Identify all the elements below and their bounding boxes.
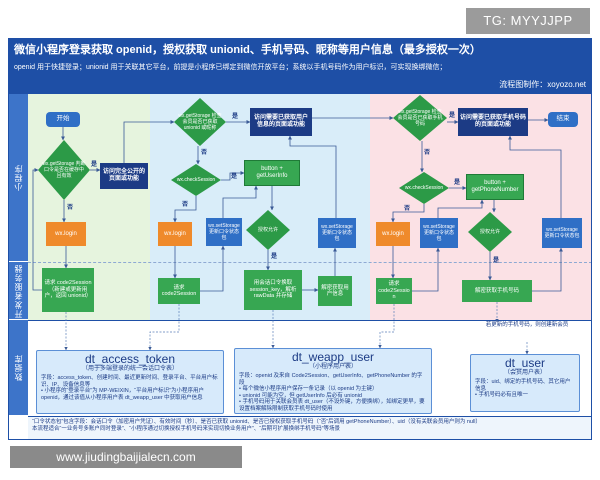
code2session-node-2: 请求 code2Session xyxy=(158,278,200,304)
table-note-line: • 手机号码必有且唯一 xyxy=(475,392,528,398)
row-divider-database xyxy=(28,320,592,321)
decrypt-phone-node: 解密获取手机号码 xyxy=(462,280,532,302)
table-name: dt_access_token xyxy=(84,352,176,366)
footnotes: “口令状态包”包含字段：会话口令（加密用户凭证）、有效时间（秒）、是否已获取 u… xyxy=(28,416,591,439)
check-phone-decision: wx.getStorage 检查会员是否已获取手机号码 xyxy=(393,95,447,141)
edge-label-no: 否 xyxy=(67,205,74,211)
diagram-title: 微信小程序登录获取 openid，授权获取 unionid、手机号码、昵称等用户… xyxy=(14,44,481,56)
table-dt-user: dt_user （会员用户表） 字段：uid、绑定的手机号码、其它用户信息 • … xyxy=(470,354,580,412)
phone-update-note: 若更新的手机号码，则创建新会员 xyxy=(485,322,569,328)
edge-label-yes: 是 xyxy=(231,174,238,180)
site-watermark: www.jiudingbaijialecn.com xyxy=(10,446,242,468)
edge-label-yes: 是 xyxy=(493,258,500,264)
edge-label-yes: 是 xyxy=(454,180,461,186)
wx-login-node-1: wx.login xyxy=(46,222,86,246)
check-session-decision-1: wx.checkSession xyxy=(171,164,221,196)
code2session-node-3: 请求 code2Session xyxy=(376,278,412,304)
table-desc: （会员用户表） xyxy=(503,370,546,376)
wx-login-node-3: wx.login xyxy=(376,222,410,246)
header-band xyxy=(8,38,592,94)
edge-label-yes: 是 xyxy=(271,254,278,260)
diagram-frame xyxy=(8,38,592,440)
footnote-line: 本流程适合“一业务号多账户同时登录”、“小程序通过切换授权手机号码来实现切换业务… xyxy=(32,426,340,432)
end-node: 结束 xyxy=(548,112,578,127)
diagram-subtitle: openid 用于快捷登录；unionid 用于关联其它平台，前提是小程序已绑定… xyxy=(14,64,447,71)
table-name: dt_weapp_user xyxy=(291,350,375,364)
check-session-decision-2: wx.checkSession xyxy=(399,172,449,204)
public-page-node: 访问完全公开的页面或功能 xyxy=(100,163,148,189)
channel-tag: TG: MYYJJPP xyxy=(466,8,590,34)
table-note-line: • 每个微信小程序用户保存一条记录（以 openid 为主键） xyxy=(239,386,378,392)
set-storage-node-4: wx.setStorage 更新口令状态包 xyxy=(542,218,582,248)
edge-label-no: 否 xyxy=(424,150,431,156)
table-note-line: 字段：uid、绑定的手机号码、其它用户信息 xyxy=(475,379,571,392)
edge-label-yes: 是 xyxy=(449,113,456,119)
footnote-line: “口令状态包”包含字段：会话口令（加密用户凭证）、有效时间（秒）、是否已获取 u… xyxy=(32,419,481,425)
table-note-line: • unionid 可能为空，但 getUserInfo 后必有 unionid xyxy=(239,392,362,399)
decision-label: wx.getStorage 检查会员是否已获取 unionid 或昵称 xyxy=(178,113,222,131)
decision-label: wx.checkSession xyxy=(404,185,444,191)
authorize-decision-1: 授权允许 xyxy=(246,210,290,250)
decision-label: wx.getStorage 判断口令是否在缓存中且有效 xyxy=(42,161,86,179)
wx-login-node-2: wx.login xyxy=(158,222,192,246)
edge-label-no: 否 xyxy=(404,206,411,212)
table-note-line: • 手机号码用于关联会员表 dt_user（不设外键，方便换绑），如绑定更早，要… xyxy=(239,399,425,412)
edge-label-no: 否 xyxy=(201,150,208,156)
userinfo-page-node: 访问需要已获取用户信息的页面或功能 xyxy=(250,108,312,136)
decision-label: 授权允许 xyxy=(479,229,500,235)
get-userinfo-button-node: button + getUserInfo xyxy=(244,160,300,186)
swimlane-label-database: 数据库 xyxy=(8,320,28,416)
check-token-decision: wx.getStorage 判断口令是否在缓存中且有效 xyxy=(38,140,90,200)
get-phone-button-node: button + getPhoneNumber xyxy=(466,174,524,200)
table-dt-weapp-user: dt_weapp_user （小程序用户表） 字段：openid 及来自 Cod… xyxy=(234,348,432,414)
table-desc: （小程序用户表） xyxy=(308,364,357,370)
phone-page-node: 访问需要已获取手机号码的页面或功能 xyxy=(458,108,528,136)
swimlane-label-mini-program: 小程序 xyxy=(8,94,28,262)
decision-label: wx.checkSession xyxy=(176,177,216,183)
table-desc: （用于多端登录的统一会话口令表） xyxy=(81,366,178,372)
table-note-line: 字段：access_token、创建时间、最近更新时间、登录平台、平台用户标识、… xyxy=(41,375,218,388)
edge-label-no: 否 xyxy=(182,202,189,208)
edge-label-yes: 是 xyxy=(91,162,98,168)
decode-rawdata-node: 用会话口令换取 session_key，解析 rawData 并存储 xyxy=(244,270,302,310)
table-dt-access-token: dt_access_token （用于多端登录的统一会话口令表） 字段：acce… xyxy=(36,350,224,414)
table-note-line: 字段：openid 及来自 Code2Session、getUserInfo、g… xyxy=(239,373,423,386)
decision-label: 授权允许 xyxy=(257,227,278,233)
row-divider-server xyxy=(28,262,592,263)
authorize-decision-2: 授权允许 xyxy=(468,212,512,252)
table-name: dt_user xyxy=(504,356,546,370)
decrypt-userinfo-node: 解密获取用户信息 xyxy=(318,276,352,306)
set-storage-node-1: wx.setStorage 更新口令状态包 xyxy=(206,218,242,246)
edge-label-yes: 是 xyxy=(232,114,239,120)
swimlane-label-server: 开发者服务器 xyxy=(8,262,28,320)
start-node: 开始 xyxy=(46,112,80,127)
code2session-node-1: 请求 code2Session（新建或更新用户，返回 unionid） xyxy=(42,268,94,312)
check-unionid-decision: wx.getStorage 检查会员是否已获取 unionid 或昵称 xyxy=(174,98,226,146)
diagram-credit: 流程图制作：xoyozo.net xyxy=(499,80,586,89)
decision-label: wx.getStorage 检查会员是否已获取手机号码 xyxy=(397,109,443,127)
set-storage-node-3: wx.setStorage 更新口令状态包 xyxy=(420,218,458,248)
set-storage-node-2: wx.setStorage 更新口令状态包 xyxy=(318,218,356,248)
table-note-line: • 小程序的“登录平台”为 MP-WEIXIN，“平台用户标识”为小程序用户 o… xyxy=(41,388,204,401)
